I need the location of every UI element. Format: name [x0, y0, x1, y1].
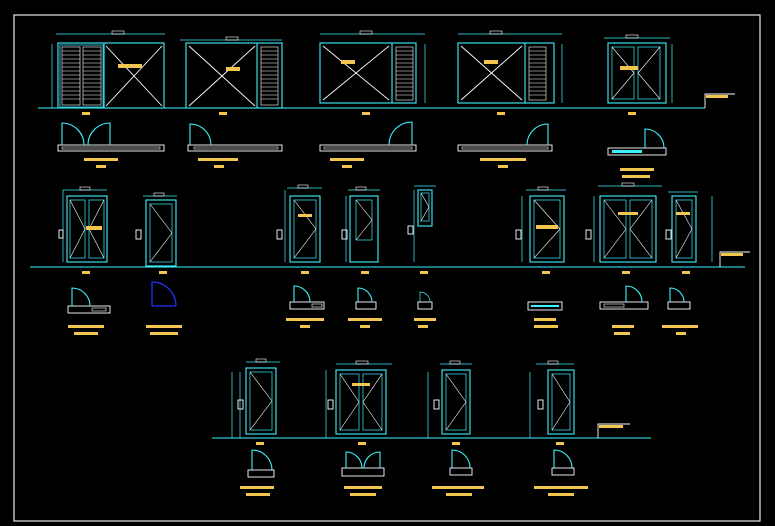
plan-17 [534, 449, 588, 496]
plan-7 [146, 281, 182, 335]
row3-level-marker [597, 423, 630, 438]
plan-13 [662, 287, 698, 335]
plan-11 [527, 301, 563, 328]
elevation-4 [457, 30, 563, 115]
elevation-16 [427, 360, 472, 445]
plan-8 [286, 285, 325, 328]
plan-10 [414, 291, 436, 328]
elevation-5 [604, 34, 673, 115]
elevation-13 [665, 191, 713, 274]
elevation-3 [319, 30, 426, 115]
elevation-12 [585, 182, 662, 274]
elevation-9 [341, 186, 380, 274]
elevation-8 [276, 184, 322, 274]
elevation-17 [529, 360, 575, 445]
plan-6 [67, 287, 111, 335]
elevation-15 [325, 360, 392, 445]
plan-9 [348, 287, 382, 328]
plan-5 [607, 128, 667, 178]
plan-15 [341, 451, 385, 496]
plan-12 [599, 285, 649, 335]
plan-16 [432, 449, 484, 496]
elevation-1 [51, 30, 165, 115]
plan-4 [457, 123, 553, 168]
elevation-7 [135, 192, 177, 274]
elevation-11 [515, 186, 566, 274]
plan-14 [240, 449, 275, 496]
elevation-6 [58, 186, 108, 274]
elevation-14 [231, 358, 280, 445]
drawing-border [13, 14, 761, 522]
row1-level-marker [704, 93, 735, 108]
row2-level-marker [719, 251, 750, 267]
plan-2 [187, 123, 283, 168]
elevation-10 [407, 185, 436, 274]
elevation-2 [180, 36, 283, 115]
plan-3 [319, 121, 417, 168]
plan-1 [57, 122, 165, 168]
